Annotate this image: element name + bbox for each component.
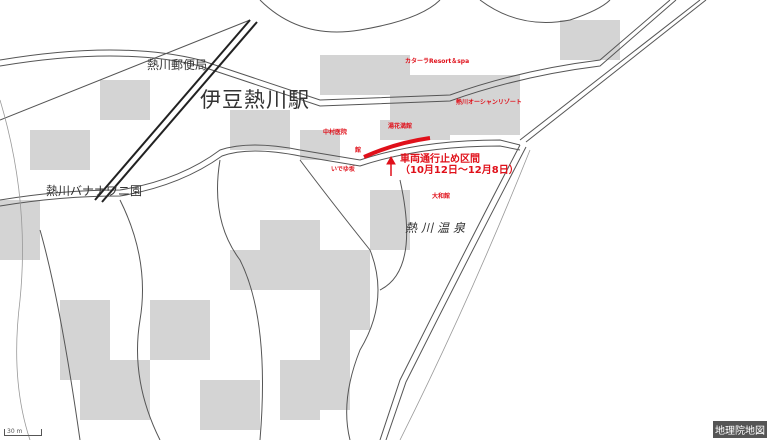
- label-station: 伊豆熱川駅: [200, 88, 310, 112]
- coastline: [0, 99, 531, 440]
- railway: [94, 19, 258, 203]
- label-post-office: 熱川郵便局: [147, 58, 208, 72]
- closure-note: 車両通行止め区間 （10月12日～12月8日）: [400, 154, 519, 176]
- buildings: [0, 20, 620, 430]
- closure-dates: （10月12日～12月8日）: [400, 165, 519, 176]
- label-yuhana: 湯花満館: [388, 123, 413, 130]
- label-ideyu: いでゆ坂: [331, 166, 355, 173]
- closure-segment: [363, 136, 431, 159]
- label-yamato: 大和館: [432, 193, 451, 200]
- label-katara: カターラResort＆spa: [405, 58, 470, 65]
- roads: [0, 0, 707, 440]
- label-nakamura-clinic: 中村医院: [323, 129, 348, 136]
- scale-bar: 30 m: [4, 429, 42, 436]
- credit-link[interactable]: 地理院地図: [713, 421, 767, 438]
- label-ocean-resort: 熱川オーシャンリゾート: [456, 99, 522, 106]
- label-onsen: 熱川温泉: [405, 221, 470, 235]
- closure-title: 車両通行止め区間: [400, 154, 480, 165]
- label-kan: 館: [355, 147, 362, 154]
- label-banana-wani-en: 熱川バナナワニ園: [46, 184, 143, 198]
- closure-arrow-icon: [386, 155, 396, 176]
